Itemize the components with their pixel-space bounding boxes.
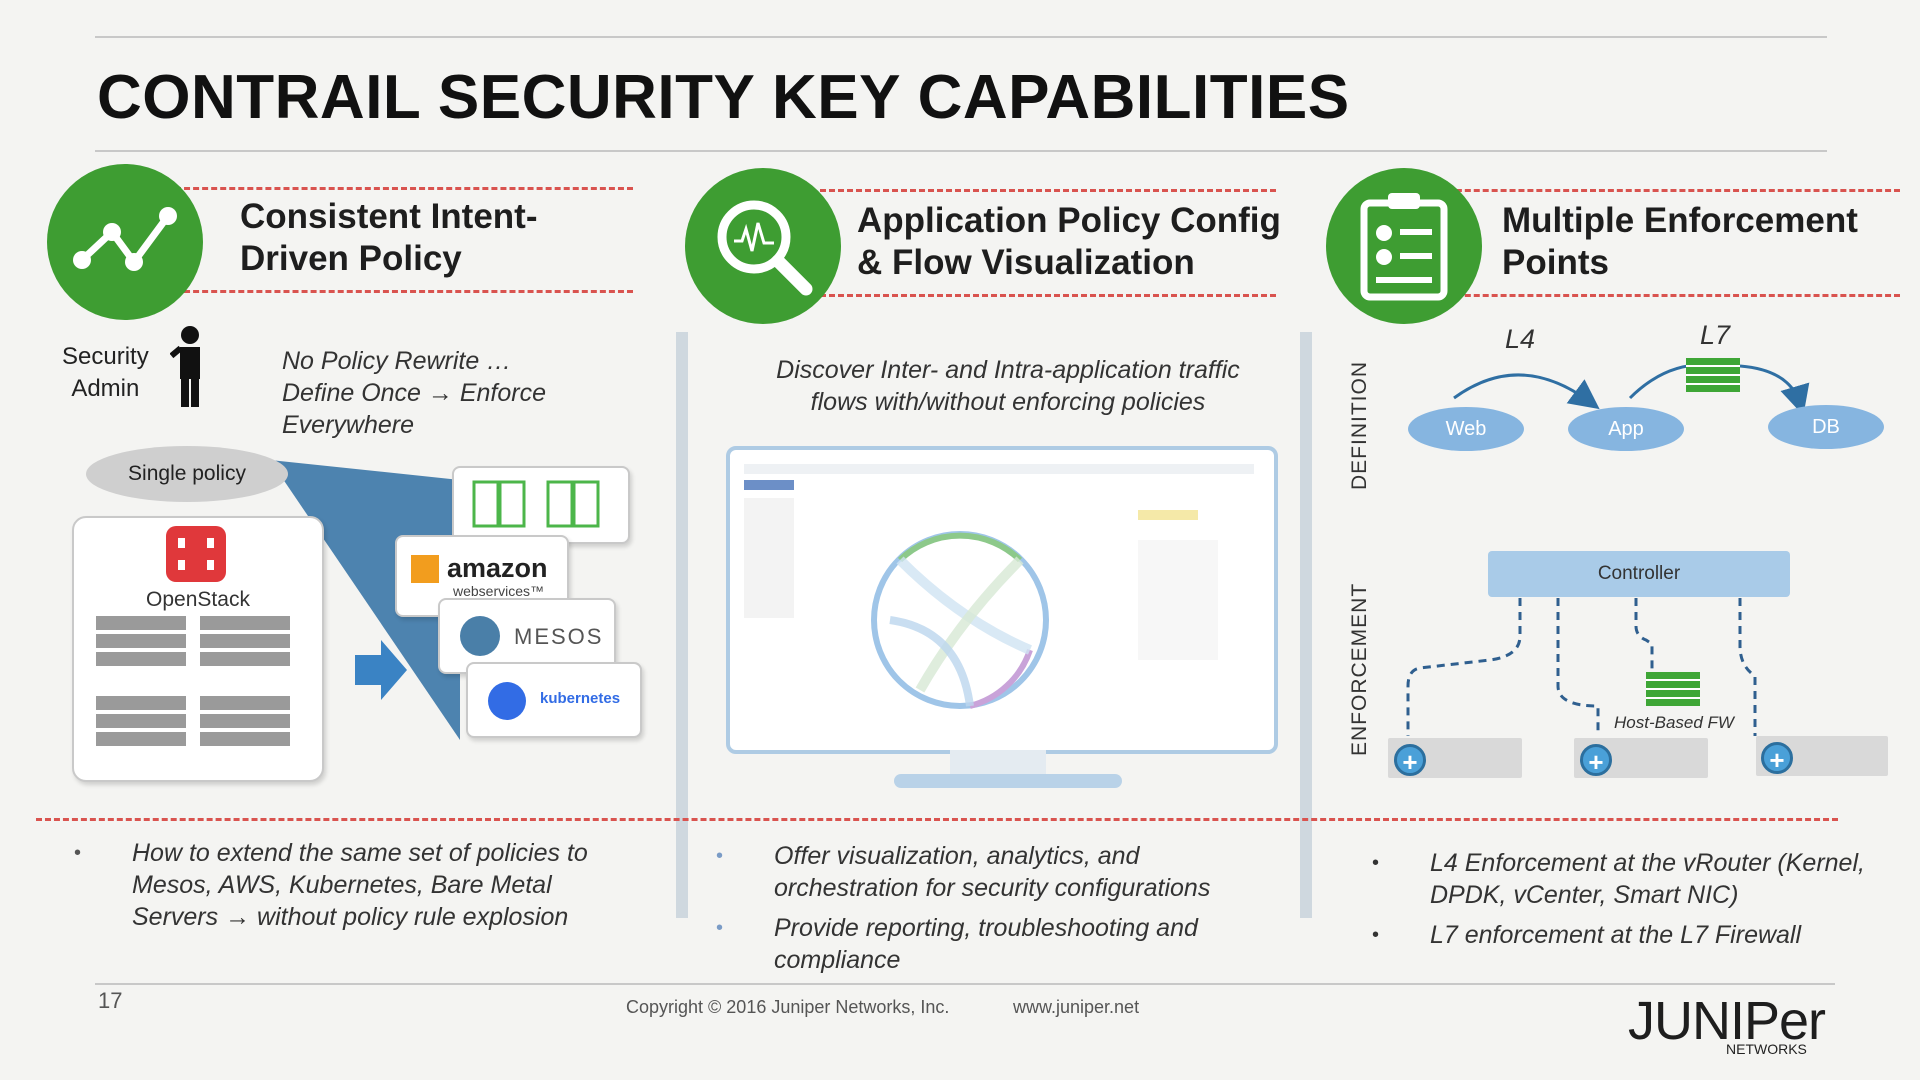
flow-chord-diagram <box>871 531 1049 709</box>
col3-bullet-1: L4 Enforcement at the vRouter (Kernel, D… <box>1372 847 1892 911</box>
col2-heading: Application Policy Config& Flow Visualiz… <box>857 201 1281 282</box>
col1-top-dash <box>175 187 633 190</box>
openstack-label: OpenStack <box>146 588 250 611</box>
server-racks-icon <box>96 616 290 746</box>
vrouter-icon-1: + <box>1394 744 1426 777</box>
col2-top-dash <box>820 189 1276 192</box>
juniper-logo-sub: NETWORKS <box>1726 1041 1807 1057</box>
controller-box: Controller <box>1488 551 1790 597</box>
screen-highlight <box>1138 510 1198 520</box>
col1-bullet-1: How to extend the same set of policies t… <box>74 837 634 933</box>
page-number: 17 <box>98 988 123 1013</box>
copyright-text: Copyright © 2016 Juniper Networks, Inc. <box>626 997 950 1017</box>
flow-arrows <box>1453 363 1810 410</box>
vrouter-icon-2: + <box>1580 744 1612 777</box>
green-servers-icon <box>472 480 600 528</box>
definition-label: DEFINITION <box>1348 361 1371 490</box>
host-fw-label: Host-Based FW <box>1614 713 1734 732</box>
l7-label: L7 <box>1700 320 1731 350</box>
col3-top-dash <box>1438 189 1900 192</box>
monitor-screen <box>726 446 1278 754</box>
node-web: Web <box>1408 407 1524 451</box>
website-link[interactable]: www.juniper.net <box>1013 997 1140 1017</box>
clipboard-checklist-icon <box>1326 168 1482 324</box>
openstack-logo-icon <box>166 526 226 582</box>
footer-rule <box>95 983 1835 985</box>
lower-dash-separator <box>36 818 1838 821</box>
top-rule <box>95 36 1827 38</box>
openstack-card: OpenStack <box>72 516 324 782</box>
vrouter-icon-3: + <box>1761 742 1793 775</box>
juniper-logo: JUNIPer <box>1628 991 1826 1051</box>
single-policy-bubble: Single policy <box>86 446 288 502</box>
aws-cubes-icon <box>411 555 439 583</box>
col2-bullet-1: Offer visualization, analytics, and orch… <box>716 840 1276 904</box>
node-db: DB <box>1768 405 1884 449</box>
col3-bullets: L4 Enforcement at the vRouter (Kernel, D… <box>1372 847 1892 959</box>
l4-label: L4 <box>1505 324 1536 354</box>
column-divider-2 <box>1300 332 1312 918</box>
controller-dashed-links <box>1406 598 1757 736</box>
screen-toolbar-buttons <box>744 480 794 490</box>
monitor-base <box>894 774 1122 788</box>
screen-detail-panel <box>1138 540 1218 660</box>
col1-heading: Consistent Intent-Driven Policy <box>240 197 538 278</box>
col1-bullets: How to extend the same set of policies t… <box>74 837 634 941</box>
col1-bottom-dash <box>175 290 633 293</box>
line-chart-icon <box>47 164 203 320</box>
kubernetes-logo-icon <box>488 682 526 720</box>
monitor-neck <box>950 750 1046 774</box>
host-firewall-icon <box>1646 672 1700 706</box>
kubernetes-card: kubernetes <box>466 662 642 738</box>
slide-title: CONTRAIL SECURITY KEY CAPABILITIES <box>97 63 1350 132</box>
col3-bullet-2: L7 enforcement at the L7 Firewall <box>1372 919 1892 951</box>
column-divider-1 <box>676 332 688 918</box>
magnifier-icon <box>685 168 841 324</box>
firewall-icon <box>1686 358 1740 392</box>
col2-bullets: Offer visualization, analytics, and orch… <box>716 840 1276 984</box>
col2-bullet-2: Provide reporting, troubleshooting and c… <box>716 912 1276 976</box>
col3-bottom-dash <box>1438 294 1900 297</box>
screen-top-bar <box>744 464 1254 474</box>
col2-caption: Discover Inter- and Intra-application tr… <box>776 356 1240 416</box>
col2-bottom-dash <box>820 294 1276 297</box>
col1-tagline: No Policy Rewrite …Define Once → Enforce… <box>282 347 547 439</box>
screen-sidebar <box>744 498 794 618</box>
node-app: App <box>1568 407 1684 451</box>
title-rule <box>95 150 1827 152</box>
arrow-right-icon <box>355 640 407 700</box>
person-icon <box>170 326 200 407</box>
enforcement-label: ENFORCEMENT <box>1348 582 1371 756</box>
server-group-card <box>452 466 630 544</box>
mesos-logo-icon <box>460 616 500 656</box>
